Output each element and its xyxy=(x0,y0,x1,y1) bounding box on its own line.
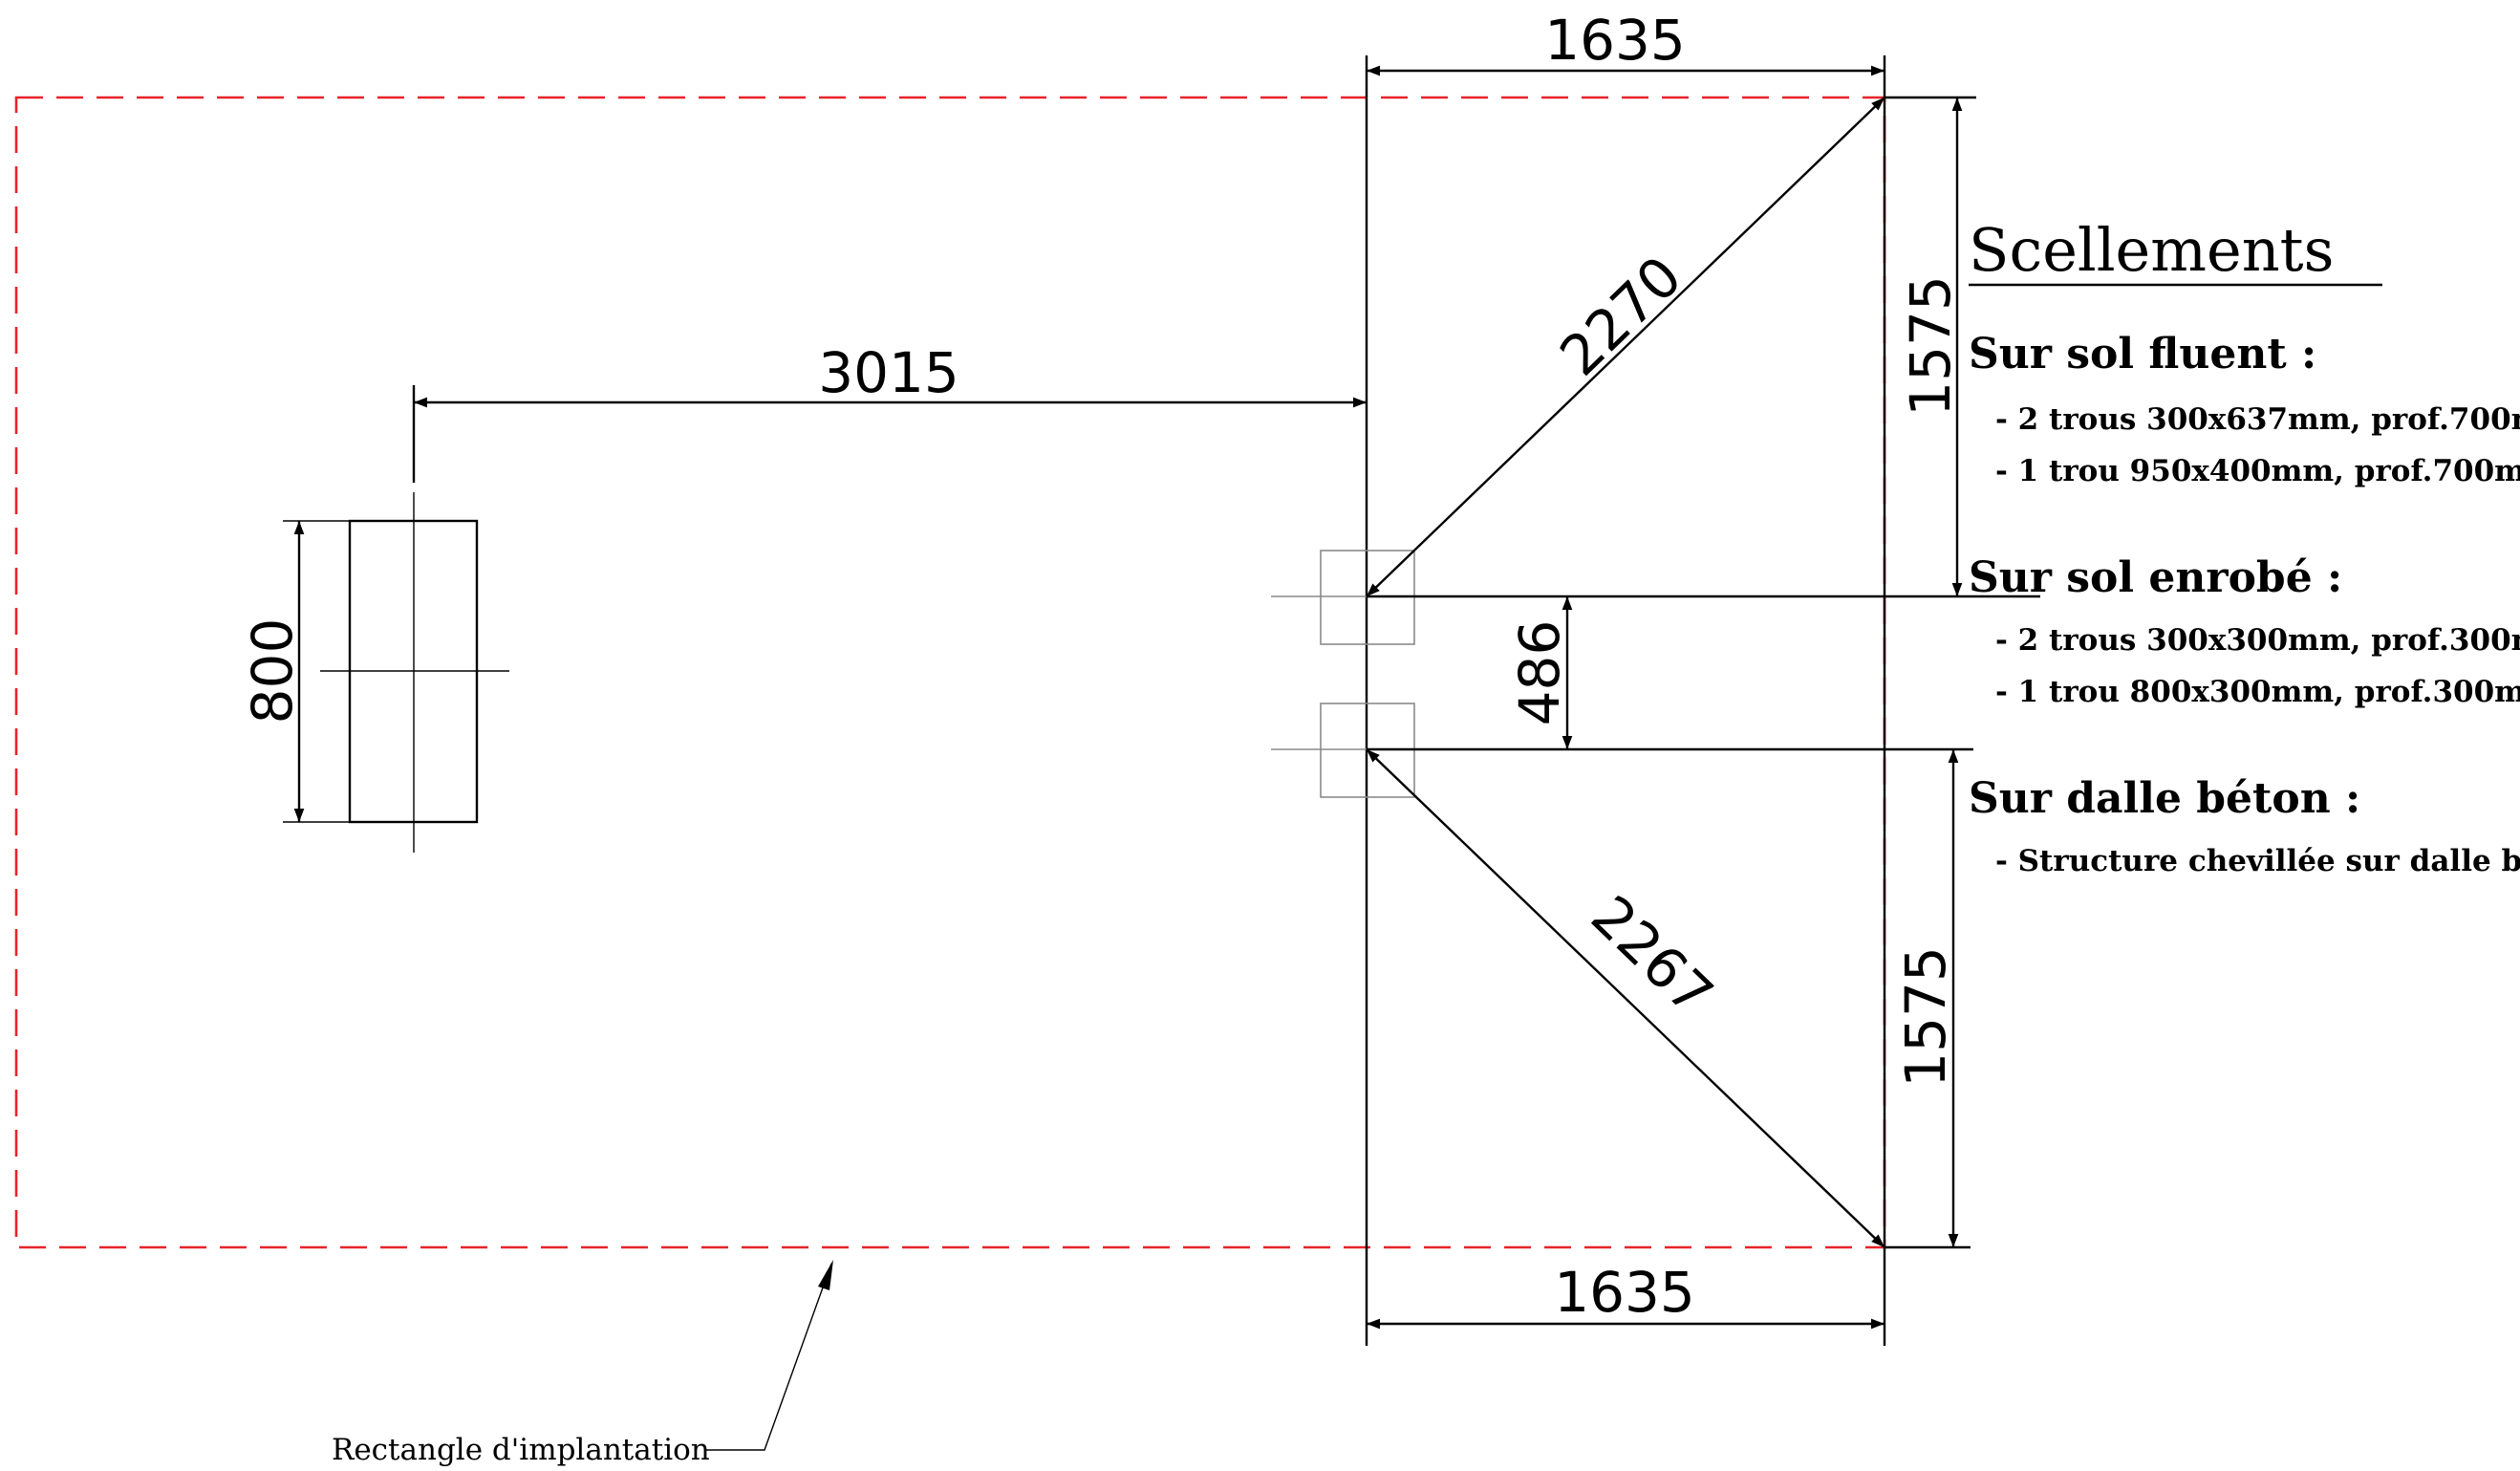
dim-bottom-width: 1635 xyxy=(1554,1260,1695,1325)
notes-item-enrobe-2: - 1 trou 800x300mm, prof.300mm xyxy=(1995,675,2520,709)
dim-post-spacing: 486 xyxy=(1507,620,1572,726)
dim-diagonal-top: 2270 xyxy=(1547,244,1693,388)
callout-label: Rectangle d'implantation xyxy=(332,1433,710,1467)
dim-right-bottom-height: 1575 xyxy=(1893,946,1958,1088)
dim-diagonal-bottom: 2267 xyxy=(1579,883,1725,1028)
notes-item-enrobe-1: - 2 trous 300x300mm, prof.300mm xyxy=(1995,623,2520,658)
notes-heading-fluent: Sur sol fluent : xyxy=(1969,330,2316,379)
notes-item-fluent-2: - 1 trou 950x400mm, prof.700mm xyxy=(1995,454,2520,488)
dim-line-diagonal-bottom xyxy=(1366,748,1885,1248)
implantation-rectangle xyxy=(14,96,1886,1249)
notes-item-dalle-1: - Structure chevillée sur dalle béton xyxy=(1995,844,2520,878)
dim-top-width: 1635 xyxy=(1544,8,1686,73)
dim-block-height: 800 xyxy=(240,618,305,725)
callout-arrowhead xyxy=(818,1260,833,1290)
dim-right-top-height: 1575 xyxy=(1898,275,1963,417)
notes-title: Scellements xyxy=(1969,215,2334,285)
notes-heading-enrobe: Sur sol enrobé : xyxy=(1969,553,2342,602)
notes-item-fluent-1: - 2 trous 300x637mm, prof.700mm xyxy=(1995,402,2520,437)
dim-offset-distance: 3015 xyxy=(818,340,959,405)
notes-heading-dalle: Sur dalle béton : xyxy=(1969,774,2360,823)
dim-line-diagonal-top xyxy=(1366,97,1885,597)
callout-leader xyxy=(705,1263,832,1451)
